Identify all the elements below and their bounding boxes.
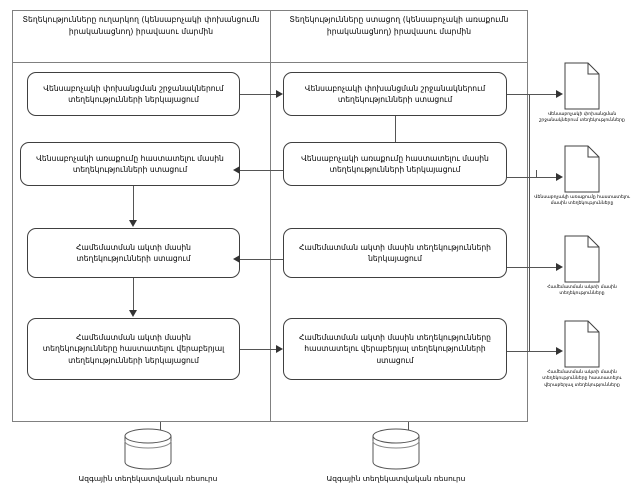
arrowhead-l2-l3 [129,220,137,227]
lane-header-right: Տեղեկությունները ստացող (կենսաբոչակի առա… [289,15,509,36]
document-spine [529,94,530,352]
document-caption-1: Վենսաբոչակի փոխանցման շրջանակներում տեղե… [539,112,625,124]
process-box-left-1[interactable]: Վենսաբոչակի փոխանցման շրջանակներում տեղե… [27,72,240,116]
document-icon [564,320,600,368]
document-icon-2[interactable]: Վենսաբոչակի առաքումը հաստատելու մասին տե… [534,145,630,206]
connector-l3-l4 [133,278,134,310]
document-icon [564,62,600,110]
document-caption-4: Համեմատման ակտի մասին տեղեկությունները հ… [542,370,622,388]
process-box-right-1[interactable]: Վենսաբոչակի փոխանցման շրջանակներում տեղե… [283,72,507,116]
process-box-right-3[interactable]: Համեմատման ակտի մասին տեղեկությունների ն… [283,228,507,278]
connector-r1-doc1 [507,94,556,95]
process-box-left-3[interactable]: Համեմատման ակտի մասին տեղեկությունների ս… [27,228,240,278]
arrowhead-r3-l3 [233,255,240,263]
arrowhead-r2-l2 [233,166,240,174]
lane-header-left: Տեղեկությունները ուղարկող (կենսաբոչակի փ… [22,15,260,36]
document-icon [564,235,600,283]
process-box-left-4[interactable]: Համեմատման ակտի մասին տեղեկությունները հ… [27,318,240,380]
connector-r1-r2 [395,116,396,142]
connector-r2-l2 [240,170,283,171]
lane-divider [270,10,271,422]
connector-r2-doc2-stub [536,170,537,178]
connector-r3-doc3 [507,267,556,268]
database-icon [124,428,172,470]
document-caption-2: Վենսաբոչակի առաքումը հաստատելու մասին տե… [534,195,630,207]
connector-l4-r4 [240,349,276,350]
database-icon [372,428,420,470]
document-caption-3: Համեմատման ակտի մասին տեղեկությունները [547,285,617,297]
arrowhead-l4-r4 [276,345,283,353]
database-left-label: Ազգային տեղեկատվական ռեսուրս [78,474,218,483]
document-icon-3[interactable]: Համեմատման ակտի մասին տեղեկությունները [547,235,617,296]
arrowhead-r4-doc4 [556,347,563,355]
document-icon [564,145,600,193]
process-box-right-2[interactable]: Վենսաբոչակի առաքումը հաստատելու մասին տե… [283,142,507,186]
database-right[interactable]: Ազգային տեղեկատվական ռեսուրս [327,428,465,483]
lane-header-divider [12,62,528,63]
connector-r4-doc4 [507,351,556,352]
database-right-label: Ազգային տեղեկատվական ռեսուրս [326,474,466,483]
connector-r2-doc2 [507,177,556,178]
process-box-right-4[interactable]: Համեմատման ակտի մասին տեղեկությունները հ… [283,318,507,380]
document-icon-1[interactable]: Վենսաբոչակի փոխանցման շրջանակներում տեղե… [539,62,625,123]
arrowhead-r3-doc3 [556,263,563,271]
arrowhead-l1-r1 [276,90,283,98]
connector-l2-l3 [133,186,134,220]
database-left[interactable]: Ազգային տեղեկատվական ռեսուրս [79,428,217,483]
connector-l1-r1 [240,94,276,95]
arrowhead-l3-l4 [129,310,137,317]
document-icon-4[interactable]: Համեմատման ակտի մասին տեղեկությունները հ… [542,320,622,388]
process-box-left-2[interactable]: Վենսաբոչակի առաքումը հաստատելու մասին տե… [20,142,240,186]
connector-r3-l3 [240,259,283,260]
arrowhead-r2-doc2 [556,173,563,181]
arrowhead-r1-doc1 [556,90,563,98]
